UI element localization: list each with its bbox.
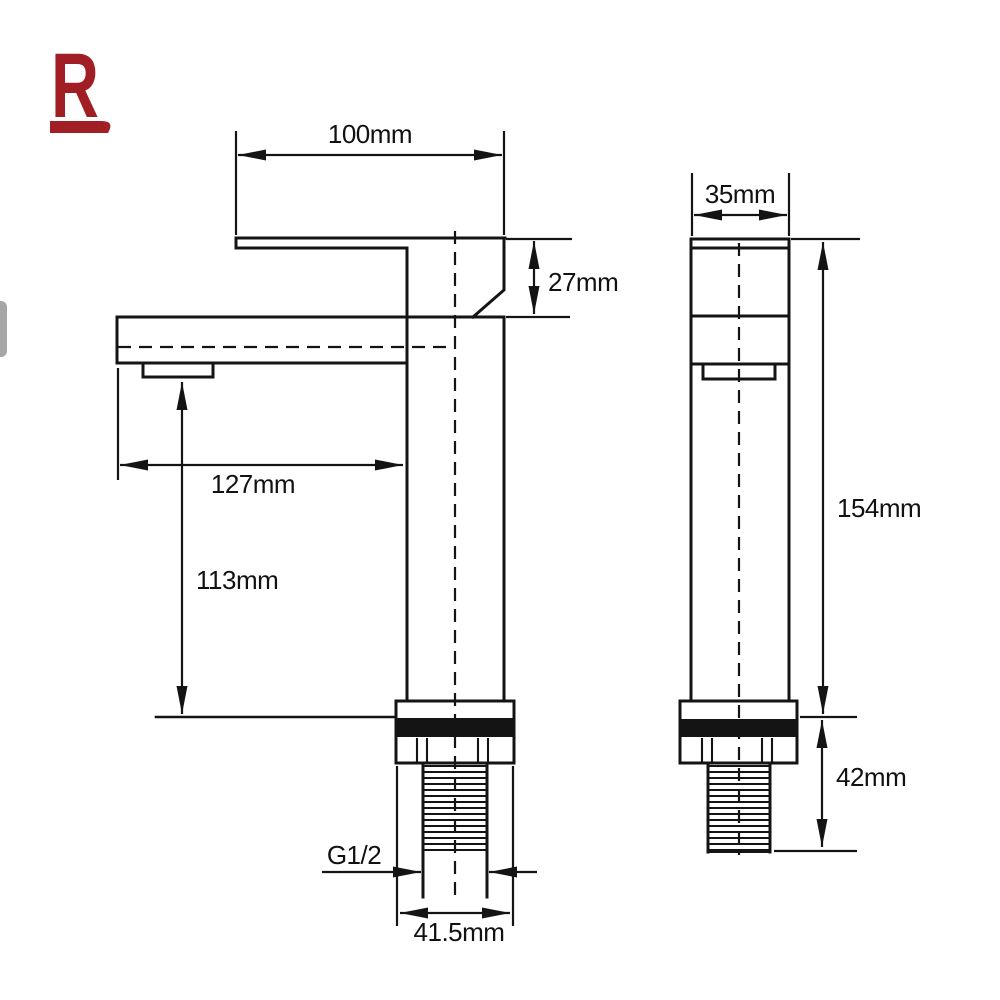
front-view-dimensions: 100mm 27mm 127mm 113mm G1/2 41.5mm	[116, 119, 619, 947]
handle-right-edge-angled-cut	[470, 236, 506, 320]
shank-walls	[421, 761, 489, 899]
gasket-band	[396, 718, 514, 737]
side-view-dimensions: 35mm 154mm 42mm	[690, 173, 922, 853]
dim-label-415mm: 41.5mm	[414, 917, 505, 947]
dim-label-127mm: 127mm	[211, 469, 295, 499]
dim-label-154mm: 154mm	[837, 493, 921, 523]
dim-label-113mm: 113mm	[196, 565, 278, 595]
dim-100-extension-lines	[234, 131, 506, 235]
side-view	[678, 237, 799, 855]
logo-letter: R	[51, 35, 99, 137]
screen-edge-artifact	[0, 301, 7, 357]
logo-underline	[50, 121, 111, 133]
dim-label-35mm: 35mm	[705, 179, 775, 209]
dim-label-g12: G1/2	[327, 840, 381, 870]
brand-logo: R	[50, 35, 111, 137]
dim-415-extension-lines	[395, 766, 515, 926]
side-nut-facets	[700, 738, 774, 762]
front-view	[115, 231, 516, 899]
dim-label-100mm: 100mm	[328, 119, 412, 149]
dim-27-extension-lines	[506, 237, 572, 319]
aerator-outline	[141, 361, 215, 379]
dim-label-27mm: 27mm	[548, 267, 618, 297]
side-shank-walls	[706, 761, 772, 854]
dim-label-42mm: 42mm	[836, 762, 906, 792]
dim-35-extension-lines	[690, 173, 791, 236]
nut-facet-lines	[415, 738, 490, 762]
